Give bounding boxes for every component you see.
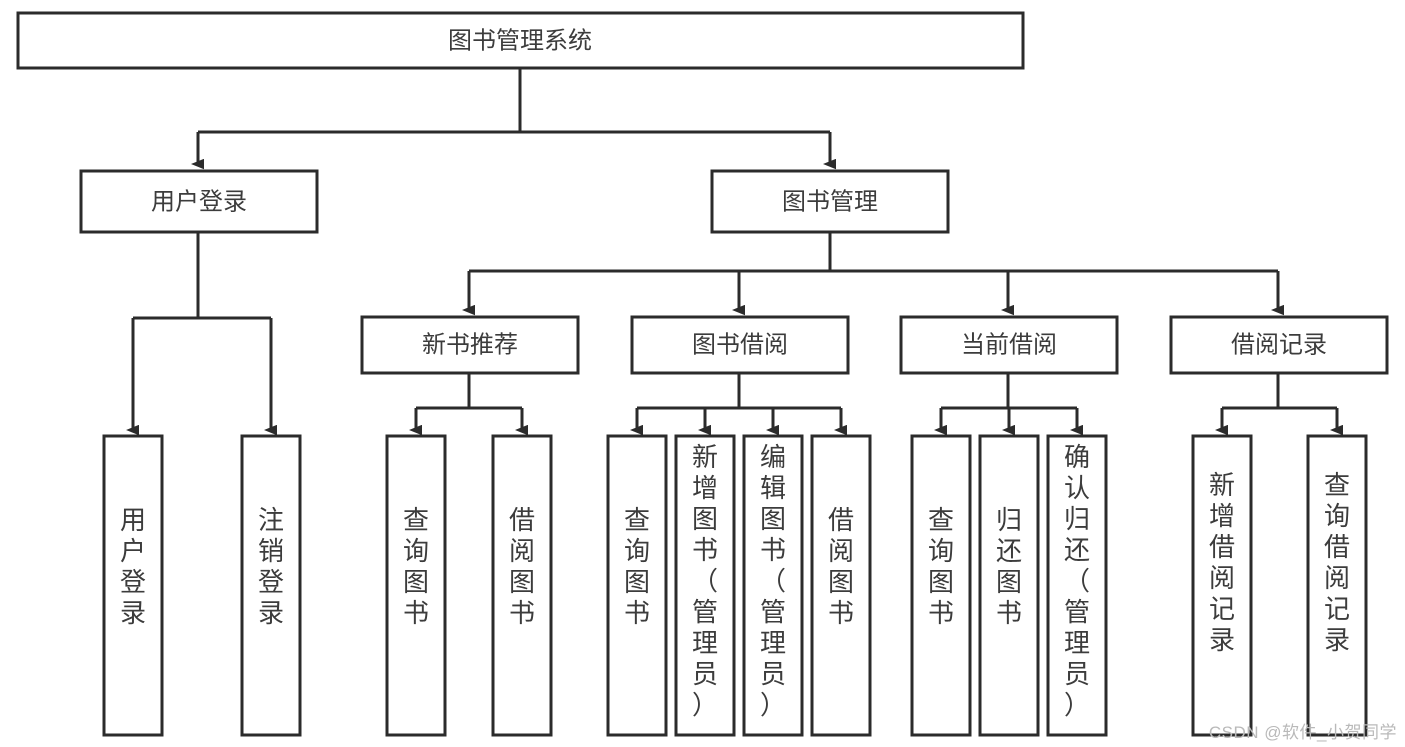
node-borrow-record[interactable]: 借阅记录 [1169,315,1389,375]
edge-group-book-manage [462,232,1284,316]
leaf-book-borrow-3[interactable]: 编辑图书（管理员） [742,434,804,737]
node-new-book-recommend-box[interactable] [360,315,580,375]
node-current-borrow[interactable]: 当前借阅 [899,315,1119,375]
leaf-current-borrow-1[interactable]: 查询图书 [910,434,972,737]
node-borrow-record-label: 借阅记录 [1231,331,1327,358]
leaf-current-borrow-3[interactable]: 确认归还（管理员） [1046,434,1108,737]
node-book-manage-box[interactable] [710,169,950,234]
edge-group-user-login [126,232,277,436]
node-book-borrow[interactable]: 图书借阅 [630,315,850,375]
leaf-book-borrow-2-label: 新增图书（管理员） [692,442,718,720]
edge-group-borrow-record [1215,373,1343,436]
leaf-book-borrow-2-box[interactable] [674,434,736,737]
node-borrow-record-box[interactable] [1169,315,1389,375]
leaf-current-borrow-1-box[interactable] [910,434,972,737]
leaf-new-book-1-box[interactable] [385,434,447,737]
node-root-box[interactable] [16,11,1025,70]
node-new-book-recommend[interactable]: 新书推荐 [360,315,580,375]
node-book-manage[interactable]: 图书管理 [710,169,950,234]
leaf-book-borrow-3-label: 编辑图书（管理员） [760,442,786,720]
edge-group-root [191,68,836,170]
leaf-borrow-record-2-box[interactable] [1306,434,1368,737]
leaf-current-borrow-2-box[interactable] [978,434,1040,737]
leaf-new-book-1[interactable]: 查询图书 [385,434,447,737]
leaf-book-borrow-3-box[interactable] [742,434,804,737]
csdn-watermark: CSDN @软件_小贺同学 [1208,723,1397,742]
node-user-login[interactable]: 用户登录 [79,169,319,234]
leaf-new-book-2-box[interactable] [491,434,553,737]
leaf-book-borrow-4-label: 借阅图书 [828,505,854,628]
edge-group-book-borrow [630,373,847,436]
leaf-book-borrow-4[interactable]: 借阅图书 [810,434,872,737]
leaf-book-borrow-1-label: 查询图书 [624,505,650,628]
leaf-borrow-record-1[interactable]: 新增借阅记录 [1191,434,1253,737]
leaf-new-book-2[interactable]: 借阅图书 [491,434,553,737]
leaf-borrow-record-2-label: 查询借阅记录 [1324,470,1350,655]
leaf-borrow-record-2[interactable]: 查询借阅记录 [1306,434,1368,737]
leaf-user-login-1[interactable]: 用户登录 [102,434,164,737]
leaf-current-borrow-3-box[interactable] [1046,434,1108,737]
node-root[interactable]: 图书管理系统 [16,11,1025,70]
leaf-borrow-record-1-box[interactable] [1191,434,1253,737]
leaf-current-borrow-3-label: 确认归还（管理员） [1064,442,1090,720]
leaf-current-borrow-2-label: 归还图书 [996,505,1022,628]
leaf-user-login-1-box[interactable] [102,434,164,737]
leaf-borrow-record-1-label: 新增借阅记录 [1209,470,1235,655]
node-current-borrow-label: 当前借阅 [961,331,1057,358]
node-book-manage-label: 图书管理 [782,188,878,215]
leaf-book-borrow-1[interactable]: 查询图书 [606,434,668,737]
node-root-label: 图书管理系统 [448,27,592,54]
leaf-user-login-2[interactable]: 注销登录 [240,434,302,737]
leaf-book-borrow-4-box[interactable] [810,434,872,737]
leaf-new-book-2-label: 借阅图书 [509,505,535,628]
leaf-book-borrow-1-box[interactable] [606,434,668,737]
node-new-book-recommend-label: 新书推荐 [422,331,518,358]
edge-group-new-book [409,373,528,436]
leaf-book-borrow-2[interactable]: 新增图书（管理员） [674,434,736,737]
leaf-user-login-2-box[interactable] [240,434,302,737]
leaf-user-login-2-label: 注销登录 [258,505,284,628]
node-current-borrow-box[interactable] [899,315,1119,375]
node-user-login-box[interactable] [79,169,319,234]
node-user-login-label: 用户登录 [151,188,247,215]
node-book-borrow-box[interactable] [630,315,850,375]
leaf-current-borrow-2[interactable]: 归还图书 [978,434,1040,737]
edge-group-current-borrow [934,373,1083,436]
leaf-user-login-1-label: 用户登录 [120,505,146,628]
leaf-current-borrow-1-label: 查询图书 [928,505,954,628]
leaf-new-book-1-label: 查询图书 [403,505,429,628]
node-book-borrow-label: 图书借阅 [692,331,788,358]
